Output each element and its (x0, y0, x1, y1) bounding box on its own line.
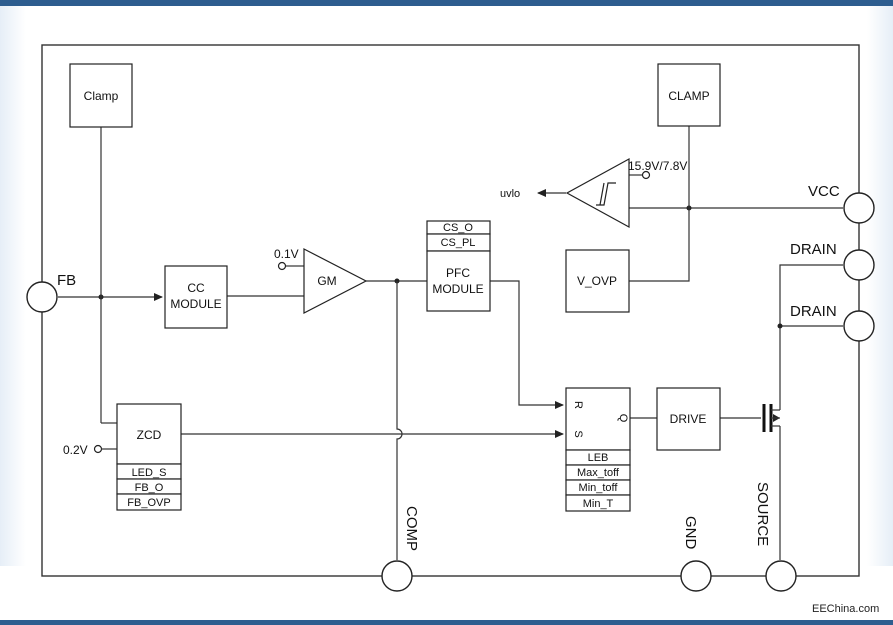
junction-drain (777, 323, 783, 329)
svg-text:CC: CC (187, 281, 205, 295)
svg-text:FB: FB (57, 272, 76, 289)
svg-text:ZCD: ZCD (137, 428, 162, 442)
mosfet-symbol (762, 404, 780, 432)
svg-text:DRAIN: DRAIN (790, 241, 837, 258)
svg-text:VCC: VCC (808, 183, 840, 200)
wire-clamp-vovp (629, 126, 690, 282)
svg-text:GM: GM (317, 274, 336, 288)
rs-latch-block: R S Q LEB Max_toff Min_toff Min_T (565, 387, 631, 512)
svg-text:DRIVE: DRIVE (670, 412, 707, 426)
svg-text:SOURCE: SOURCE (754, 482, 771, 546)
threshold-node (641, 170, 651, 180)
svg-text:FB_OVP: FB_OVP (127, 497, 170, 509)
pin-comp: COMP (381, 506, 420, 592)
svg-text:FB_O: FB_O (135, 482, 164, 494)
clamp-left-block: Clamp (69, 63, 133, 128)
wire-drain1 (779, 264, 843, 410)
pin-source: SOURCE (754, 482, 797, 592)
svg-text:CLAMP: CLAMP (668, 89, 709, 103)
svg-text:GND: GND (682, 516, 699, 550)
pin-vcc: VCC (808, 183, 875, 224)
svg-text:CS_O: CS_O (443, 222, 473, 234)
svg-text:MODULE: MODULE (170, 297, 221, 311)
svg-text:MODULE: MODULE (432, 282, 483, 296)
pin-fb: FB (26, 272, 76, 313)
threshold-label: 15.9V/7.8V (628, 159, 687, 173)
svg-text:S: S (572, 430, 584, 437)
svg-text:R: R (572, 401, 584, 409)
svg-text:COMP: COMP (403, 506, 420, 551)
zcd-block: ZCD LED_S FB_O FB_OVP (116, 403, 182, 511)
svg-text:Min_T: Min_T (583, 498, 614, 510)
svg-text:CS_PL: CS_PL (441, 237, 476, 249)
pin-drain-1: DRAIN (790, 241, 875, 281)
ref-01v-node (277, 261, 287, 271)
top-accent-bar (0, 0, 893, 6)
clamp-right-block: CLAMP (657, 63, 721, 127)
right-gradient-band (867, 6, 893, 566)
bottom-accent-bar (0, 620, 893, 625)
ref-02v-node (93, 444, 103, 454)
svg-text:LED_S: LED_S (132, 467, 167, 479)
svg-text:V_OVP: V_OVP (577, 274, 617, 288)
gm-amplifier: GM (303, 248, 368, 314)
svg-text:Clamp: Clamp (84, 89, 119, 103)
uvlo-label: uvlo (500, 188, 520, 200)
ref-zcd-label: 0.2V (63, 443, 88, 457)
pin-drain-2: DRAIN (790, 303, 875, 342)
watermark: EEChina.com (812, 603, 880, 615)
left-gradient-band (0, 6, 26, 566)
svg-text:LEB: LEB (588, 452, 609, 464)
cc-module-block: CC MODULE (164, 265, 228, 329)
drive-block: DRIVE (656, 387, 721, 451)
ref-gm-label: 0.1V (274, 247, 299, 261)
svg-text:PFC: PFC (446, 266, 470, 280)
svg-text:Max_toff: Max_toff (577, 467, 620, 479)
hysteresis-comparator (565, 157, 630, 229)
wire-comp (396, 281, 403, 560)
svg-text:DRAIN: DRAIN (790, 303, 837, 320)
svg-text:Min_toff: Min_toff (579, 482, 619, 494)
svg-text:Q: Q (617, 414, 629, 423)
pin-gnd: GND (680, 516, 712, 592)
v-ovp-block: V_OVP (565, 249, 630, 313)
wire-pfc-r (490, 280, 564, 409)
pfc-module-block: CS_O CS_PL PFC MODULE (426, 220, 491, 312)
